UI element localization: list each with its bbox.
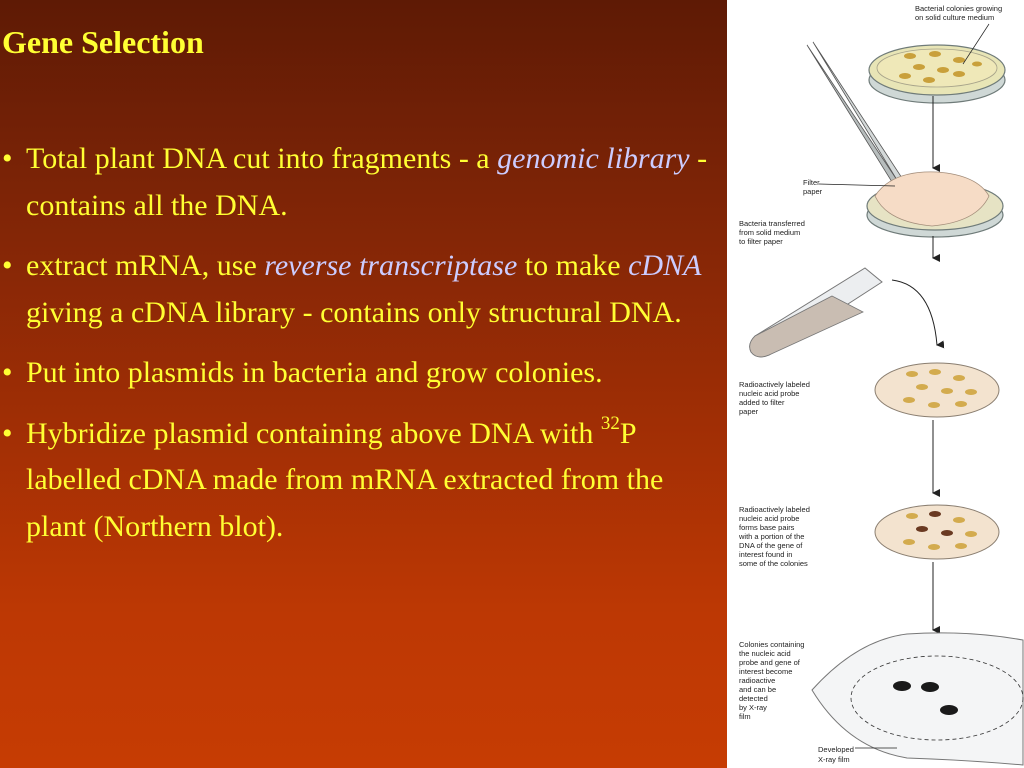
label-pair-line-3: forms base pairs xyxy=(739,523,795,532)
bullet-dot: • xyxy=(2,416,13,450)
label-transfer-line-1: Bacteria transferred xyxy=(739,219,805,228)
colony-hybridization-figure: Bacterial colonies growing on solid cult… xyxy=(727,0,1024,768)
label-probe-line-1: Radioactively labeled xyxy=(739,380,810,389)
label-pair-line-1: Radioactively labeled xyxy=(739,505,810,514)
label-pair-line-2: nucleic acid probe xyxy=(739,514,799,523)
probe-filter-icon xyxy=(874,362,1000,418)
term-genomic-library: genomic library xyxy=(497,142,690,175)
label-transfer-line-3: to filter paper xyxy=(739,237,783,246)
label-pair-line-6: interest found in xyxy=(739,550,792,559)
label-detect-line-1: Colonies containing xyxy=(739,640,804,649)
label-detect-line-9: film xyxy=(739,712,751,721)
term-cdna: cDNA xyxy=(628,249,702,282)
xray-film-icon xyxy=(811,632,1024,766)
label-filter-line-2: paper xyxy=(803,187,823,196)
label-pair-line-4: with a portion of the xyxy=(738,532,804,541)
label-detect-line-2: the nucleic acid xyxy=(739,649,791,658)
hybridized-filter-icon xyxy=(874,504,1000,560)
label-pair-line-7: some of the colonies xyxy=(739,559,808,568)
label-colonies-line-2: on solid culture medium xyxy=(915,13,994,22)
label-transfer-line-2: from solid medium xyxy=(739,228,800,237)
bullet-list: •Total plant DNA cut into fragments - a … xyxy=(0,136,720,564)
label-detect-line-7: detected xyxy=(739,694,768,703)
filter-paper-dish-icon xyxy=(866,171,1004,238)
figure-svg: Bacterial colonies growing on solid cult… xyxy=(738,4,1024,766)
bullet-cdna-library: • extract mRNA, use reverse transcriptas… xyxy=(0,243,720,336)
label-probe-line-3: added to filter xyxy=(739,398,785,407)
label-detect-line-8: by X-ray xyxy=(739,703,767,712)
bullet-dot: • xyxy=(2,356,13,389)
label-film-line-1: Developed xyxy=(818,745,854,754)
bullet-plasmids: •Put into plasmids in bacteria and grow … xyxy=(0,350,720,397)
bullet-genomic-library: •Total plant DNA cut into fragments - a … xyxy=(0,136,720,229)
figure-panel: Bacterial colonies growing on solid cult… xyxy=(727,0,1024,768)
label-colonies-line-1: Bacterial colonies growing xyxy=(915,4,1002,13)
text-panel: Gene Selection •Total plant DNA cut into… xyxy=(0,0,727,768)
label-detect-line-5: radioactive xyxy=(739,676,775,685)
test-tube-icon xyxy=(749,267,883,358)
isotope-superscript: 32 xyxy=(600,412,620,434)
label-detect-line-3: probe and gene of xyxy=(739,658,801,667)
label-probe-line-4: paper xyxy=(739,407,759,416)
label-pair-line-5: DNA of the gene of xyxy=(739,541,803,550)
label-detect-line-4: interest become xyxy=(739,667,792,676)
bullet-hybridize: •Hybridize plasmid containing above DNA … xyxy=(2,412,664,543)
label-detect-line-6: and can be xyxy=(739,685,776,694)
petri-dish-icon xyxy=(868,44,1006,104)
slide-title: Gene Selection xyxy=(2,24,204,60)
label-film-line-2: X-ray film xyxy=(818,755,850,764)
bullet-dot: • xyxy=(2,142,13,175)
label-filter-line-1: Filter xyxy=(803,178,820,187)
term-reverse-transcriptase: reverse transcriptase xyxy=(264,249,518,282)
bullet-dot: • xyxy=(2,249,13,282)
label-probe-line-2: nucleic acid probe xyxy=(739,389,799,398)
